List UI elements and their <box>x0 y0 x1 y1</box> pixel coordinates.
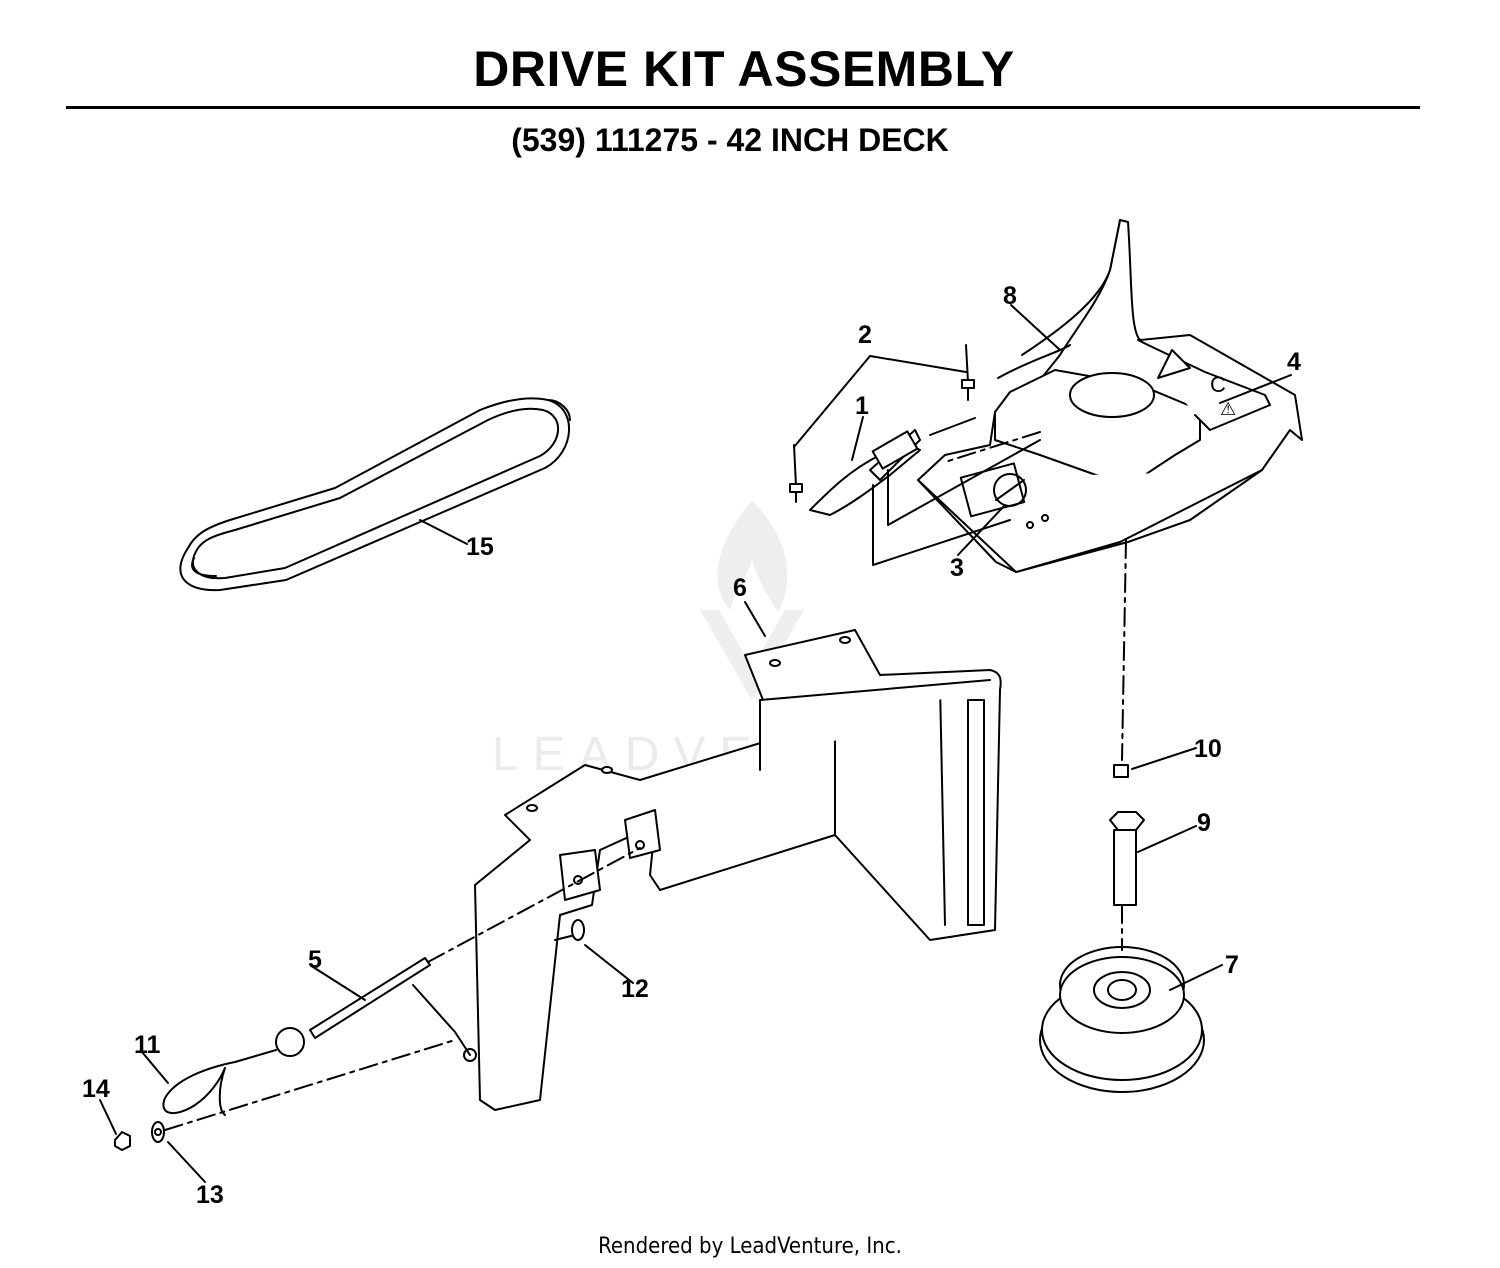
svg-text:C: C <box>1210 372 1226 397</box>
pulley-part <box>1039 946 1205 1093</box>
footer-credit: Rendered by LeadVenture, Inc. <box>598 1234 902 1259</box>
title-underline <box>66 106 1420 109</box>
callout-7: 7 <box>1225 951 1239 979</box>
rivet-part <box>789 344 975 503</box>
bolt-part <box>1109 811 1145 906</box>
callout-10: 10 <box>1194 735 1222 763</box>
v-belt-part <box>179 397 571 592</box>
callout-9: 9 <box>1197 809 1211 837</box>
callout-14: 14 <box>82 1075 110 1103</box>
callout-3: 3 <box>950 554 964 582</box>
latch-part <box>809 417 976 516</box>
callout-2: 2 <box>858 321 872 349</box>
carriage-bolt-part <box>554 919 585 941</box>
callout-15: 15 <box>466 533 494 561</box>
lanyard-part <box>162 1049 277 1116</box>
callout-4: 4 <box>1287 348 1301 376</box>
leader-lines <box>99 304 1292 1183</box>
assembly-lines <box>164 431 1127 1131</box>
callout-1: 1 <box>855 392 869 420</box>
nut-part <box>1113 764 1129 778</box>
page-title: DRIVE KIT ASSEMBLY <box>473 41 1015 97</box>
callout-11: 11 <box>134 1031 161 1059</box>
page-subtitle: (539) 111275 - 42 INCH DECK <box>511 122 949 158</box>
washer-part <box>151 1121 165 1143</box>
belt-cover-part: C ⚠ <box>917 219 1303 573</box>
callout-12: 12 <box>621 975 649 1003</box>
callout-8: 8 <box>1003 282 1017 310</box>
callout-13: 13 <box>196 1181 224 1209</box>
svg-text:⚠: ⚠ <box>1220 399 1236 419</box>
callout-5: 5 <box>308 946 322 974</box>
lock-nut-part <box>114 1131 131 1151</box>
callout-6: 6 <box>733 574 747 602</box>
hinge-pin-part <box>275 957 431 1057</box>
callouts: 1 2 3 4 5 6 7 8 9 10 11 12 13 14 15 <box>82 282 1301 1209</box>
drive-bracket-part <box>463 629 1002 1111</box>
